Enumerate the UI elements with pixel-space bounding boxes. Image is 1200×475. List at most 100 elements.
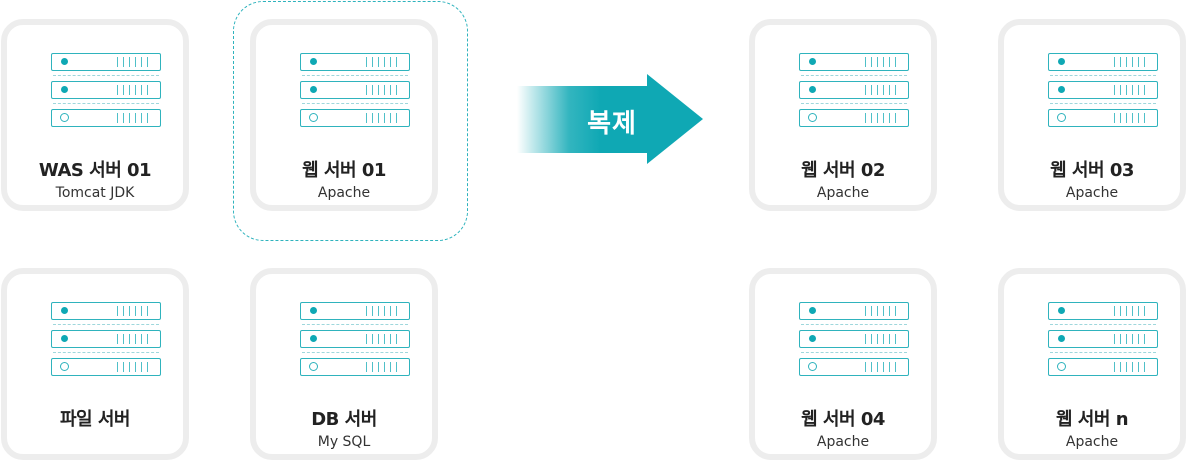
server-name: WAS 서버 01 <box>38 160 152 181</box>
server-card-web-03: 웹 서버 03 Apache <box>998 19 1186 211</box>
status-led-icon <box>310 86 317 93</box>
vent-lines-icon <box>1114 362 1148 372</box>
replicate-arrow-icon <box>517 74 703 164</box>
status-led-icon <box>310 307 317 314</box>
vent-lines-icon <box>1114 334 1148 344</box>
status-led-icon <box>809 307 816 314</box>
status-led-off-icon <box>808 362 817 371</box>
server-unit <box>51 81 161 99</box>
status-led-icon <box>1058 58 1065 65</box>
server-name: 파일 서버 <box>59 409 131 430</box>
vent-lines-icon <box>1114 113 1148 123</box>
status-led-off-icon <box>1057 113 1066 122</box>
server-rack-icon <box>1048 53 1158 127</box>
status-led-off-icon <box>60 362 69 371</box>
server-software: Apache <box>1065 434 1119 450</box>
server-software: My SQL <box>317 434 371 450</box>
server-card-was-01: WAS 서버 01 Tomcat JDK <box>1 19 189 211</box>
vent-lines-icon <box>1114 85 1148 95</box>
server-software: Tomcat JDK <box>55 185 135 201</box>
server-unit <box>799 109 909 127</box>
server-unit <box>1048 53 1158 71</box>
server-name: 웹 서버 01 <box>302 160 386 181</box>
vent-lines-icon <box>366 334 400 344</box>
server-name: 웹 서버 04 <box>801 409 885 430</box>
status-led-icon <box>809 86 816 93</box>
vent-lines-icon <box>366 362 400 372</box>
server-card-file: 파일 서버 <box>1 268 189 460</box>
server-card-db: DB 서버 My SQL <box>250 268 438 460</box>
server-unit <box>1048 302 1158 320</box>
server-rack-icon <box>799 53 909 127</box>
server-card-web-01: 웹 서버 01 Apache <box>250 19 438 211</box>
status-led-off-icon <box>309 362 318 371</box>
status-led-off-icon <box>309 113 318 122</box>
server-unit <box>799 81 909 99</box>
vent-lines-icon <box>366 57 400 67</box>
vent-lines-icon <box>865 306 899 316</box>
status-led-icon <box>310 58 317 65</box>
server-unit <box>1048 109 1158 127</box>
status-led-icon <box>61 86 68 93</box>
vent-lines-icon <box>865 362 899 372</box>
server-card-web-04: 웹 서버 04 Apache <box>749 268 937 460</box>
server-software: Apache <box>1065 185 1119 201</box>
status-led-icon <box>61 58 68 65</box>
server-name: 웹 서버 02 <box>801 160 885 181</box>
vent-lines-icon <box>117 113 151 123</box>
server-name: 웹 서버 03 <box>1050 160 1134 181</box>
status-led-icon <box>310 335 317 342</box>
vent-lines-icon <box>1114 57 1148 67</box>
vent-lines-icon <box>366 306 400 316</box>
server-unit <box>300 302 410 320</box>
status-led-icon <box>61 335 68 342</box>
server-rack-icon <box>51 53 161 127</box>
vent-lines-icon <box>366 85 400 95</box>
status-led-off-icon <box>60 113 69 122</box>
server-unit <box>51 53 161 71</box>
server-unit <box>51 358 161 376</box>
status-led-icon <box>809 58 816 65</box>
server-card-web-n: 웹 서버 n Apache <box>998 268 1186 460</box>
vent-lines-icon <box>117 362 151 372</box>
server-unit <box>300 330 410 348</box>
server-name: DB 서버 <box>311 409 377 430</box>
server-unit <box>51 330 161 348</box>
status-led-icon <box>1058 307 1065 314</box>
server-card-web-02: 웹 서버 02 Apache <box>749 19 937 211</box>
vent-lines-icon <box>366 113 400 123</box>
vent-lines-icon <box>865 113 899 123</box>
server-software: Apache <box>816 185 870 201</box>
server-unit <box>300 53 410 71</box>
server-unit <box>799 53 909 71</box>
vent-lines-icon <box>117 334 151 344</box>
server-unit <box>1048 81 1158 99</box>
server-rack-icon <box>300 302 410 376</box>
server-unit <box>300 81 410 99</box>
vent-lines-icon <box>117 57 151 67</box>
status-led-icon <box>809 335 816 342</box>
vent-lines-icon <box>117 85 151 95</box>
status-led-icon <box>61 307 68 314</box>
server-unit <box>799 330 909 348</box>
replicate-label: 복제 <box>587 109 637 139</box>
server-rack-icon <box>51 302 161 376</box>
status-led-off-icon <box>1057 362 1066 371</box>
vent-lines-icon <box>117 306 151 316</box>
server-unit <box>300 358 410 376</box>
status-led-icon <box>1058 335 1065 342</box>
vent-lines-icon <box>1114 306 1148 316</box>
status-led-off-icon <box>808 113 817 122</box>
server-unit <box>1048 358 1158 376</box>
server-rack-icon <box>799 302 909 376</box>
server-rack-icon <box>300 53 410 127</box>
server-unit <box>799 302 909 320</box>
vent-lines-icon <box>865 57 899 67</box>
server-unit <box>51 109 161 127</box>
vent-lines-icon <box>865 334 899 344</box>
server-unit <box>300 109 410 127</box>
server-software: Apache <box>317 185 371 201</box>
server-unit <box>1048 330 1158 348</box>
server-software: Apache <box>816 434 870 450</box>
server-unit <box>51 302 161 320</box>
